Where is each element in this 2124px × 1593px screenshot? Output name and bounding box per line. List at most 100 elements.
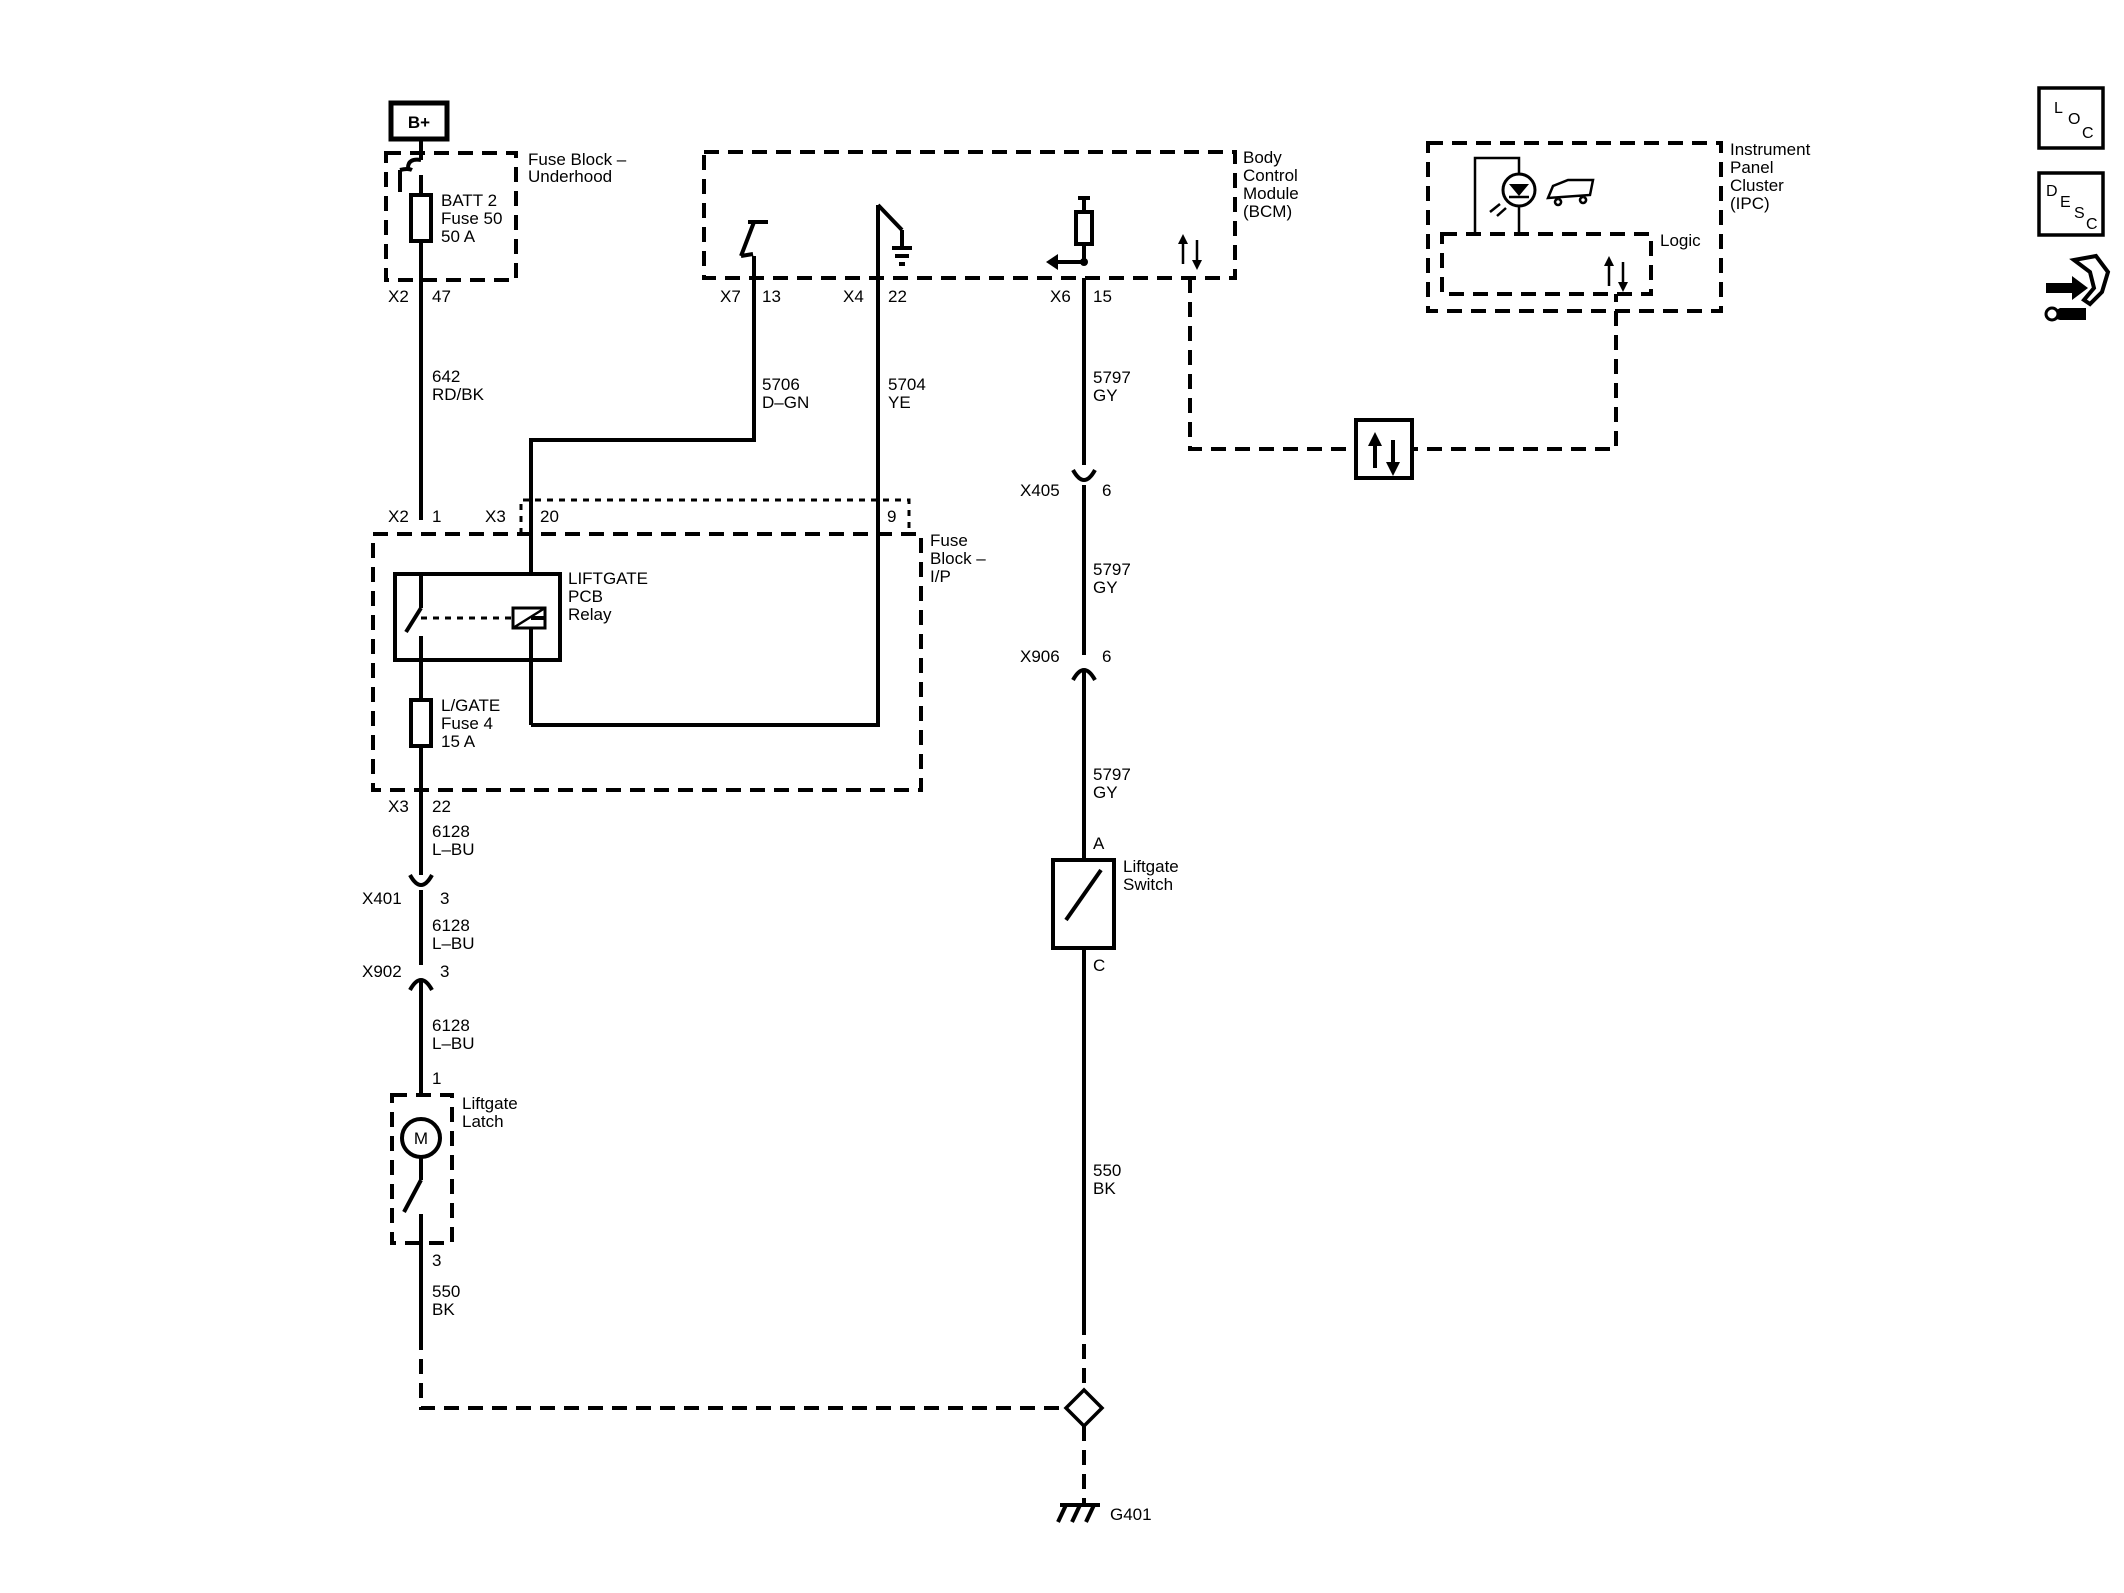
battery-label: B+ bbox=[408, 113, 430, 132]
fbip-x3-connector: X3 bbox=[485, 507, 506, 526]
wire-6128a-color: L–BU bbox=[432, 840, 475, 859]
desc-button[interactable]: D E S C bbox=[2037, 171, 2105, 237]
connector-x401-pin: 3 bbox=[440, 889, 449, 908]
wire-5797c-color: GY bbox=[1093, 783, 1118, 802]
fuse-block-ip-name-1: Fuse bbox=[930, 531, 968, 550]
wire-642 bbox=[406, 139, 423, 520]
wire-6128c-circuit: 6128 bbox=[432, 1016, 470, 1035]
switch-pin-top: A bbox=[1093, 834, 1105, 853]
wire-5704-color: YE bbox=[888, 393, 911, 412]
fuse-block-underhood-name-1: Fuse Block – bbox=[528, 150, 627, 169]
connector-x401-icon bbox=[408, 873, 434, 887]
batt2-fuse-line2: Fuse 50 bbox=[441, 209, 502, 228]
wire-coil bbox=[529, 616, 545, 725]
ground-splice-icon bbox=[1063, 1387, 1105, 1429]
latch-line2: Latch bbox=[462, 1112, 504, 1131]
fbip-out-pin: 22 bbox=[432, 797, 451, 816]
latch-motor-label: M bbox=[414, 1129, 428, 1148]
connector-x401-name: X401 bbox=[362, 889, 402, 908]
bcm-x4-pin: 22 bbox=[888, 287, 907, 306]
relay-line2: PCB bbox=[568, 587, 603, 606]
wire-5706-circuit: 5706 bbox=[762, 375, 800, 394]
bcm-x7-switch-icon bbox=[739, 220, 768, 258]
fuse-link-stub bbox=[398, 167, 413, 192]
connector-x902-name: X902 bbox=[362, 962, 402, 981]
serial-data-junction-icon bbox=[1354, 418, 1414, 480]
bcm-x6-arrow bbox=[1055, 244, 1086, 264]
wire-642-circuit: 642 bbox=[432, 367, 460, 386]
connector-x902-pin: 3 bbox=[440, 962, 449, 981]
ipc-logic-label: Logic bbox=[1660, 231, 1701, 250]
wire-6128c-color: L–BU bbox=[432, 1034, 475, 1053]
lgate-fuse-line2: Fuse 4 bbox=[441, 714, 493, 733]
wire-5704-circuit: 5704 bbox=[888, 375, 926, 394]
lgate-fuse-icon bbox=[409, 698, 433, 748]
lgate-fuse-line3: 15 A bbox=[441, 732, 476, 751]
wire-642-color: RD/BK bbox=[432, 385, 485, 404]
ipc-name-2: Panel bbox=[1730, 158, 1773, 177]
bcm-name-1: Body bbox=[1243, 148, 1282, 167]
wire-5797a-color: GY bbox=[1093, 386, 1118, 405]
ground-splice-left bbox=[419, 1335, 1066, 1410]
fbip-x2-connector: X2 bbox=[388, 507, 409, 526]
connector-x405-icon bbox=[1071, 468, 1097, 482]
fbip-x3-pin-9: 9 bbox=[887, 507, 896, 526]
switch-pin-bottom: C bbox=[1093, 956, 1105, 975]
desc-letter-1: D bbox=[2046, 183, 2058, 200]
lgate-fuse-line1: L/GATE bbox=[441, 696, 500, 715]
loc-button[interactable]: L O C bbox=[2037, 86, 2105, 150]
liftgate-switch-icon bbox=[1064, 868, 1103, 922]
ipc-lamp-wire bbox=[1473, 156, 1521, 234]
wire-5706-color: D–GN bbox=[762, 393, 809, 412]
bcm-x6-arrow-head-icon bbox=[1046, 254, 1058, 270]
connector-x906-name: X906 bbox=[1020, 647, 1060, 666]
wire-550r-color: BK bbox=[1093, 1179, 1116, 1198]
batt2-fuse-icon bbox=[409, 193, 433, 243]
ipc-serial-data-icon bbox=[1604, 256, 1628, 292]
wire-5797b-color: GY bbox=[1093, 578, 1118, 597]
battery-source: B+ bbox=[388, 100, 450, 142]
repair-tool-icon[interactable] bbox=[2044, 253, 2111, 322]
fbip-x2-pin: 1 bbox=[432, 507, 441, 526]
body-control-module: Body Control Module (BCM) X7 13 X4 22 X6… bbox=[702, 148, 1299, 306]
bcm-name-3: Module bbox=[1243, 184, 1299, 203]
wire-6128b-circuit: 6128 bbox=[432, 916, 470, 935]
wire-550r-circuit: 550 bbox=[1093, 1161, 1121, 1180]
desc-letter-2: E bbox=[2060, 194, 2071, 211]
bcm-x4-ground-icon bbox=[876, 203, 912, 266]
bcm-x7-pin: 13 bbox=[762, 287, 781, 306]
latch-pin-top: 1 bbox=[432, 1069, 441, 1088]
batt2-fuse-line1: BATT 2 bbox=[441, 191, 497, 210]
fuse-block-ip: Fuse Block – I/P X2 1 X3 20 9 LIFTGATE P… bbox=[371, 498, 986, 816]
loc-letter-3: C bbox=[2082, 125, 2094, 142]
relay-line1: LIFTGATE bbox=[568, 569, 648, 588]
ground-g401: G401 bbox=[1056, 1503, 1152, 1524]
wire-6128a-circuit: 6128 bbox=[432, 822, 470, 841]
ground-label: G401 bbox=[1110, 1505, 1152, 1524]
bcm-x4-connector: X4 bbox=[843, 287, 864, 306]
connector-x906-icon bbox=[1071, 668, 1097, 682]
instrument-panel-cluster: Instrument Panel Cluster (IPC) Logic bbox=[1426, 140, 1811, 313]
loc-letter-2: O bbox=[2068, 111, 2080, 128]
wire-550l-color: BK bbox=[432, 1300, 455, 1319]
bcm-x7-connector: X7 bbox=[720, 287, 741, 306]
desc-letter-4: C bbox=[2086, 216, 2098, 233]
connector-x906: X906 6 bbox=[1020, 647, 1111, 682]
desc-letter-3: S bbox=[2074, 205, 2085, 222]
wire-5797a-circuit: 5797 bbox=[1093, 368, 1131, 387]
fuse-block-ip-name-3: I/P bbox=[930, 567, 951, 586]
fbip-x3-pin-20: 20 bbox=[540, 507, 559, 526]
fbip-out-connector: X3 bbox=[388, 797, 409, 816]
chassis-ground-icon bbox=[1056, 1503, 1100, 1523]
loc-letter-1: L bbox=[2054, 100, 2063, 117]
bcm-x6-connector: X6 bbox=[1050, 287, 1071, 306]
batt2-fuse-line3: 50 A bbox=[441, 227, 476, 246]
relay-line3: Relay bbox=[568, 605, 612, 624]
underhood-connector: X2 bbox=[388, 287, 409, 306]
wire-5797c-circuit: 5797 bbox=[1093, 765, 1131, 784]
connector-x902: X902 3 bbox=[362, 962, 449, 992]
bcm-x6-pin: 15 bbox=[1093, 287, 1112, 306]
connector-x401: X401 3 bbox=[362, 873, 449, 908]
fuse-block-underhood-name-2: Underhood bbox=[528, 167, 612, 186]
